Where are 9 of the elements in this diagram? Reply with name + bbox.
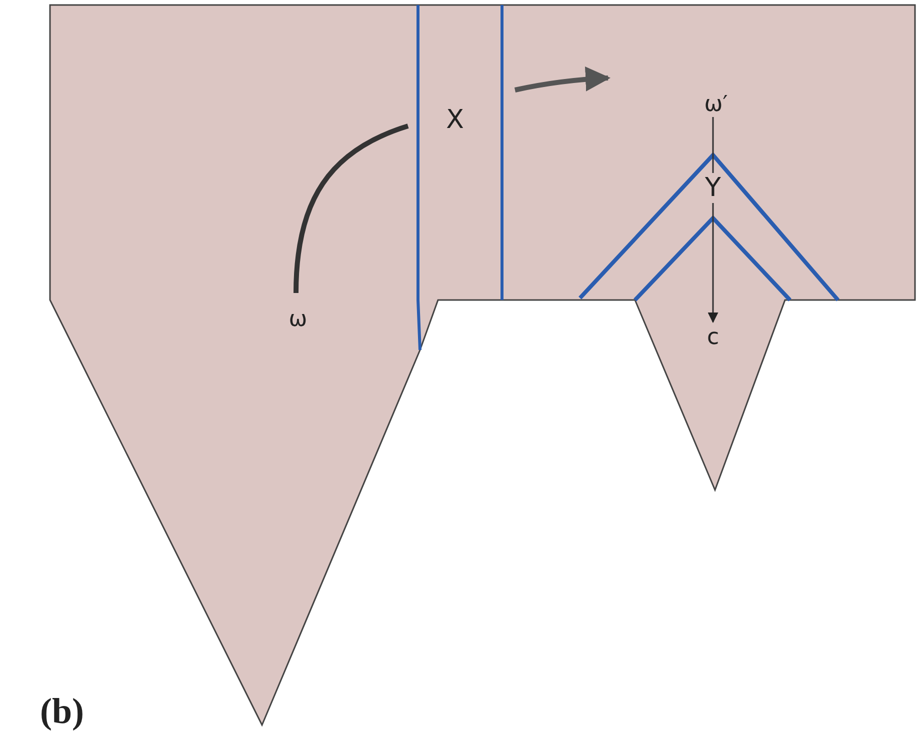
connector-line <box>712 117 714 173</box>
symbol-label: ω′ <box>704 94 728 116</box>
arrow <box>708 203 718 324</box>
symbol-label: Y <box>705 175 721 201</box>
panel-label: (b) <box>40 690 84 732</box>
connector-line <box>294 124 409 294</box>
symbol-label: X <box>446 107 464 133</box>
symbol-label: ω <box>288 309 308 331</box>
symbol-label: c <box>706 327 720 349</box>
